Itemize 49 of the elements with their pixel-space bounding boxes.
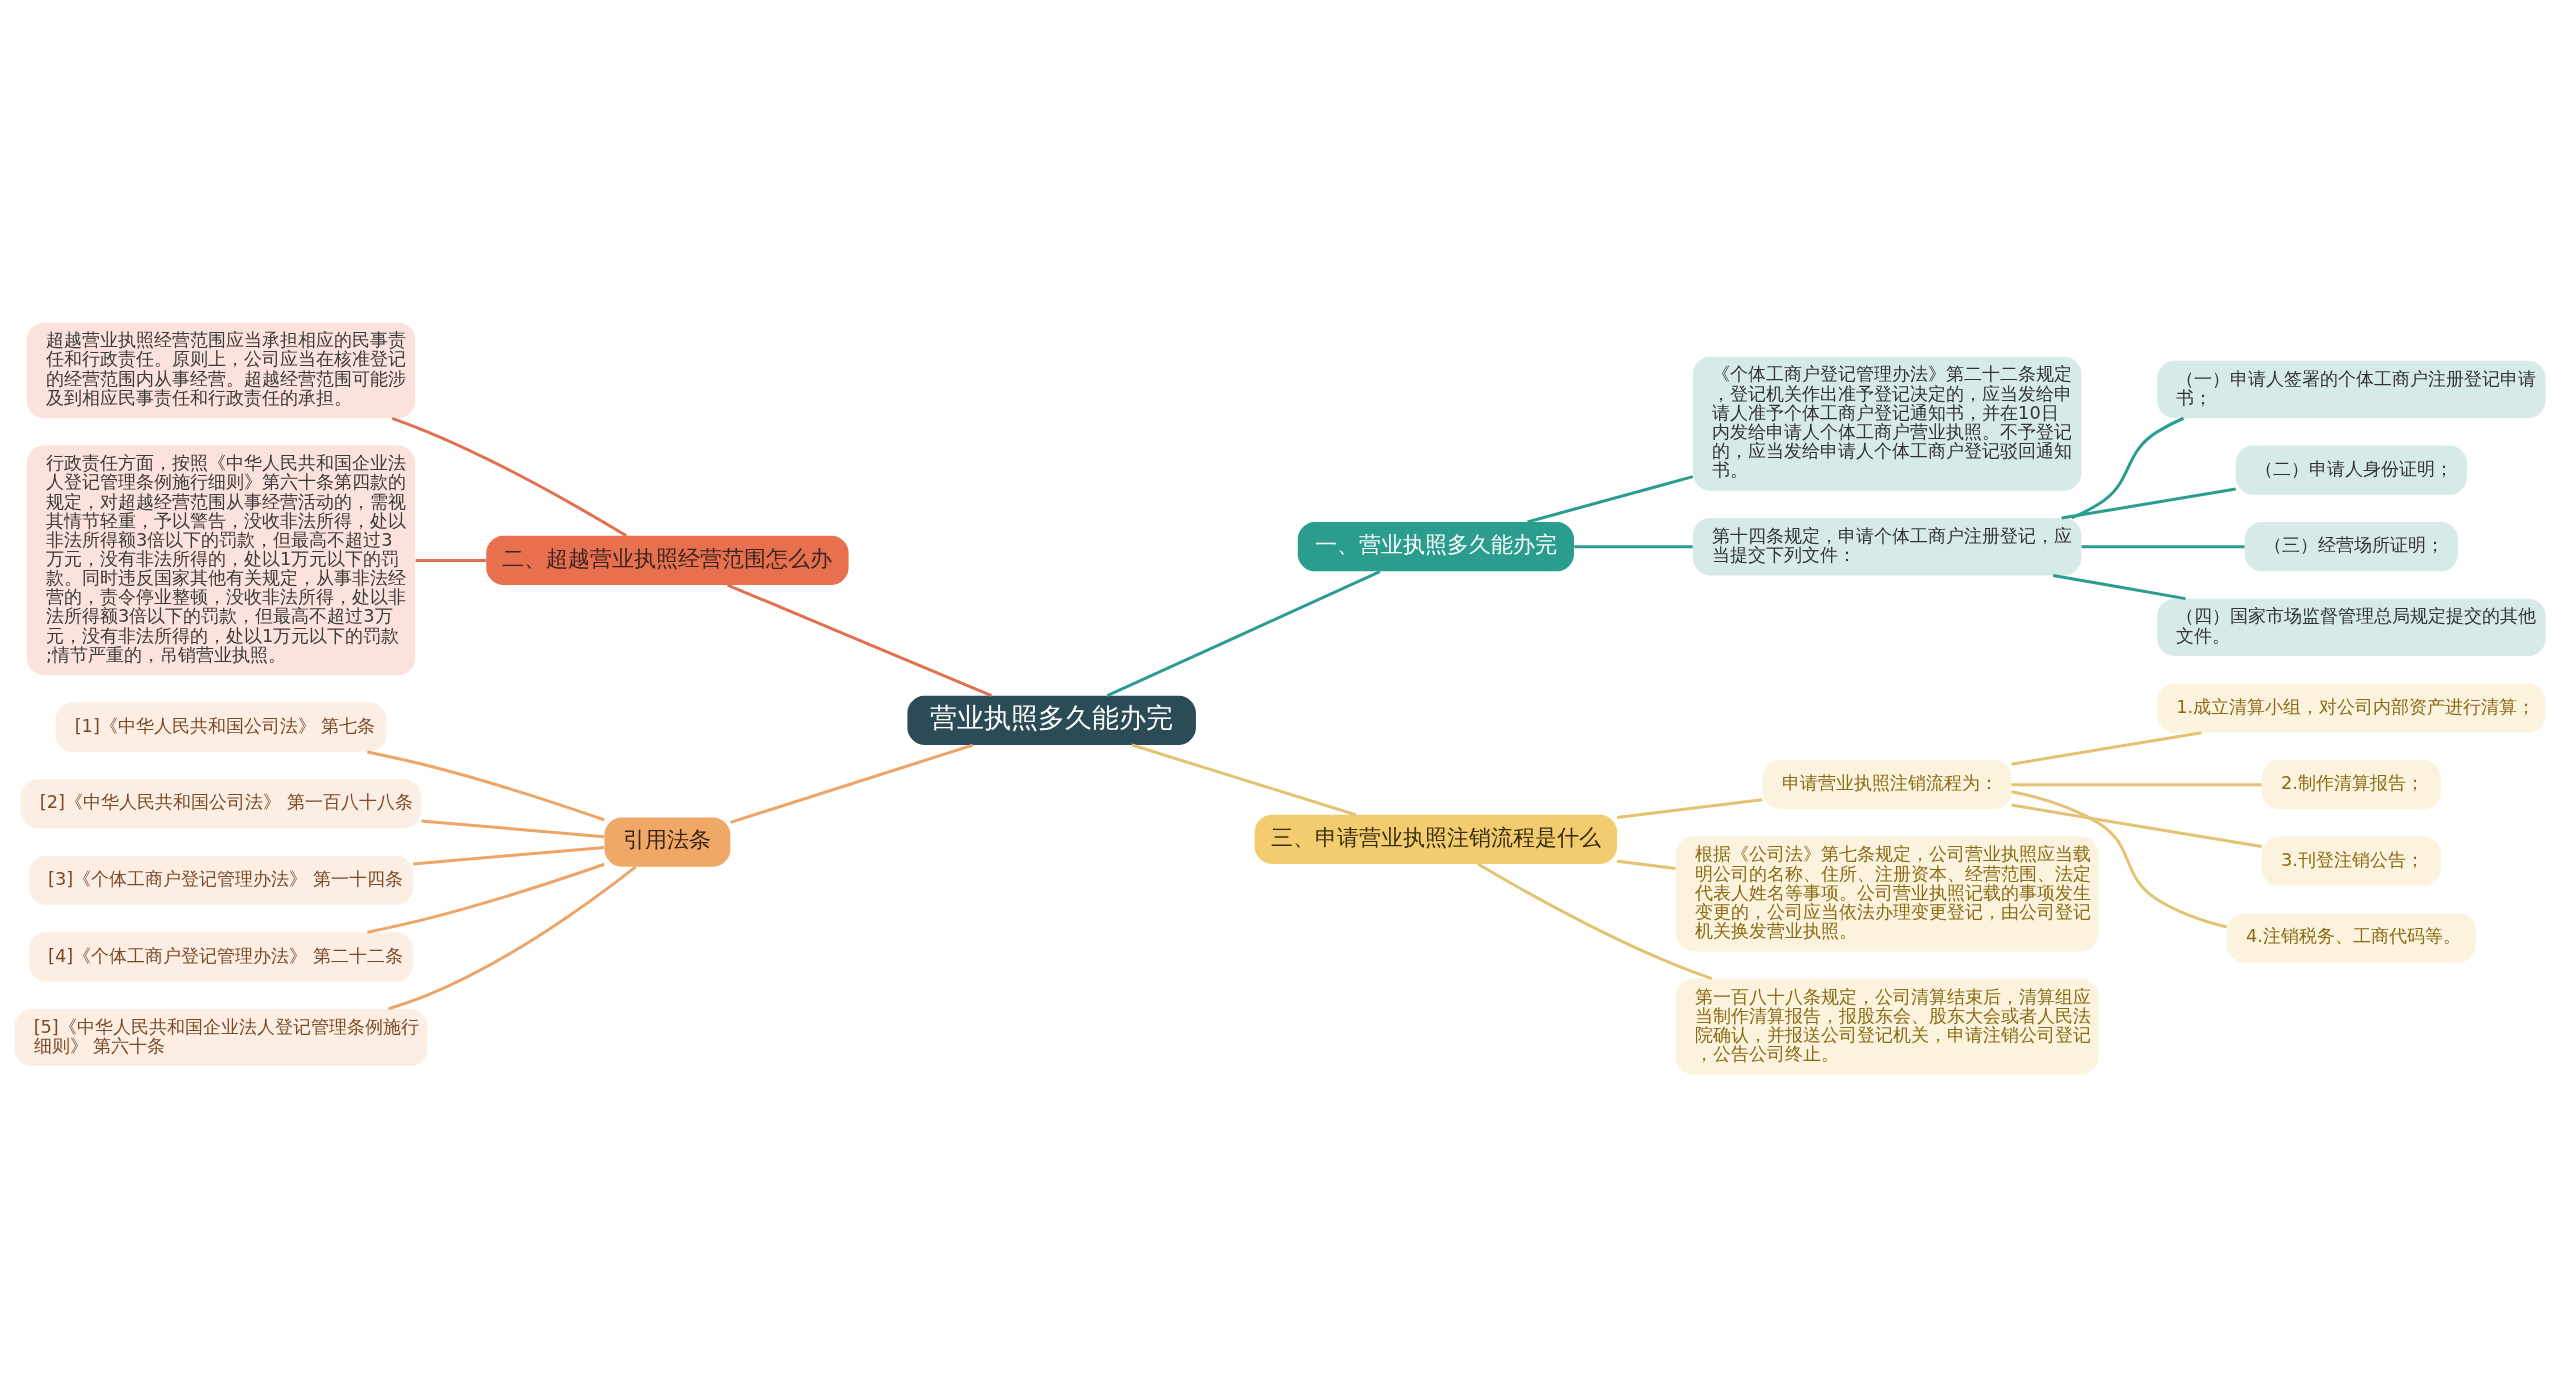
connector (367, 750, 605, 822)
node-box: 三、申请营业执照注销流程是什么 (1254, 814, 1618, 864)
connector (2081, 545, 2245, 549)
connector (391, 416, 628, 538)
node-box: 二、超越营业执照经营范围怎么办 (486, 535, 849, 585)
node-box: 3.刊登注销公告； (2261, 836, 2441, 886)
node-box: （一）申请人签署的个体工商户注册登记申请书； (2157, 360, 2546, 419)
connector (1477, 862, 1713, 981)
connector (2011, 731, 2202, 766)
connector (1574, 545, 1693, 549)
node-box: 第一百八十八条规定，公司清算结束后，清算组应当制作清算报告，报股东会、股东大会或者人民法院确认，并报送公司登记机关，申请注销公司登记，公告公司终止。 (1675, 978, 2099, 1075)
connector (730, 743, 974, 824)
node-box: [1]《中华人民共和国公司法》 第七条 (55, 702, 387, 752)
node-box: （二）申请人身份证明； (2235, 445, 2467, 495)
node-box: 4.注销税务、工商代码等。 (2226, 913, 2476, 963)
connector (412, 845, 605, 866)
node-box: 第十四条规定，申请个体工商户注册登记，应当提交下列文件： (1692, 518, 2082, 576)
node-box: （三）经营场所证明； (2244, 522, 2458, 572)
connector (2011, 783, 2262, 787)
node-box: 《个体工商户登记管理办法》第二十二条规定，登记机关作出准予登记决定的，应当发给申请人准予个体工商户登记通知书，并在10日内发给申请人个体工商户营业执照。不予登记的，应当发给申请人个体工商户登记驳回通知书。 (1692, 356, 2082, 491)
node-box: [4]《个体工商户登记管理办法》 第二十二条 (28, 932, 414, 982)
node-box: 申请营业执照注销流程为： (1762, 760, 2012, 810)
connector (367, 862, 605, 934)
connector (726, 583, 993, 698)
node-box: 根据《公司法》第七条规定，公司营业执照应当载明公司的名称、住所、注册资本、经营范围、法定代表人姓名等事项。公司营业执照记载的事项发生变更的，公司应当依法办理变更登记，由公司登记机关换发营业执照。 (1675, 836, 2099, 952)
node-box: 2.制作清算报告； (2261, 760, 2441, 810)
node-box: [3]《个体工商户登记管理办法》 第一十四条 (28, 855, 414, 905)
connector (1616, 798, 1763, 819)
node-box: 一、营业执照多久能办完 (1297, 522, 1574, 572)
connector (1106, 570, 1381, 698)
connector (421, 819, 605, 839)
connector (1131, 743, 1357, 817)
connector (415, 558, 486, 562)
connector (2011, 803, 2262, 849)
connector (2071, 416, 2185, 520)
node-box: 行政责任方面，按照《中华人民共和国企业法人登记管理条例施行细则》第六十条第四款的规定，对超越经营范围从事经营活动的，需视其情节轻重，予以警告，没收非法所得，处以非法所得额3倍以下的罚款，但最高不超过3万元，没有非法所得的，处以1万元以下的罚款。同时违反国家其他有关规定，从事非法经营的，责令停业整顿，没收非法所得，处以非法所得额3倍以下的罚款，但最高不超过3万元，没有非法所得的，处以1万元以下的罚款;情节严重的，吊销营业执照。 (26, 445, 416, 676)
node-box: 营业执照多久能办完 (907, 695, 1196, 745)
node-box: 1.成立清算小组，对公司内部资产进行清算； (2157, 683, 2546, 733)
node-box: [5]《中华人民共和国企业法人登记管理条例施行细则》 第六十条 (14, 1008, 428, 1067)
connector (388, 865, 637, 1011)
node-box: 引用法条 (604, 817, 731, 867)
connector (2052, 574, 2186, 601)
node-box: 超越营业执照经营范围应当承担相应的民事责任和行政责任。原则上，公司应当在核准登记的经营范围内从事经营。超越经营范围可能涉及到相应民事责任和行政责任的承担。 (26, 322, 416, 419)
node-box: [2]《中华人民共和国公司法》 第一百八十八条 (20, 779, 422, 829)
connector (1616, 859, 1676, 870)
connector (2061, 487, 2236, 520)
connector (1527, 475, 1694, 524)
connector (2011, 790, 2228, 929)
node-box: （四）国家市场监督管理总局规定提交的其他文件。 (2157, 598, 2546, 657)
